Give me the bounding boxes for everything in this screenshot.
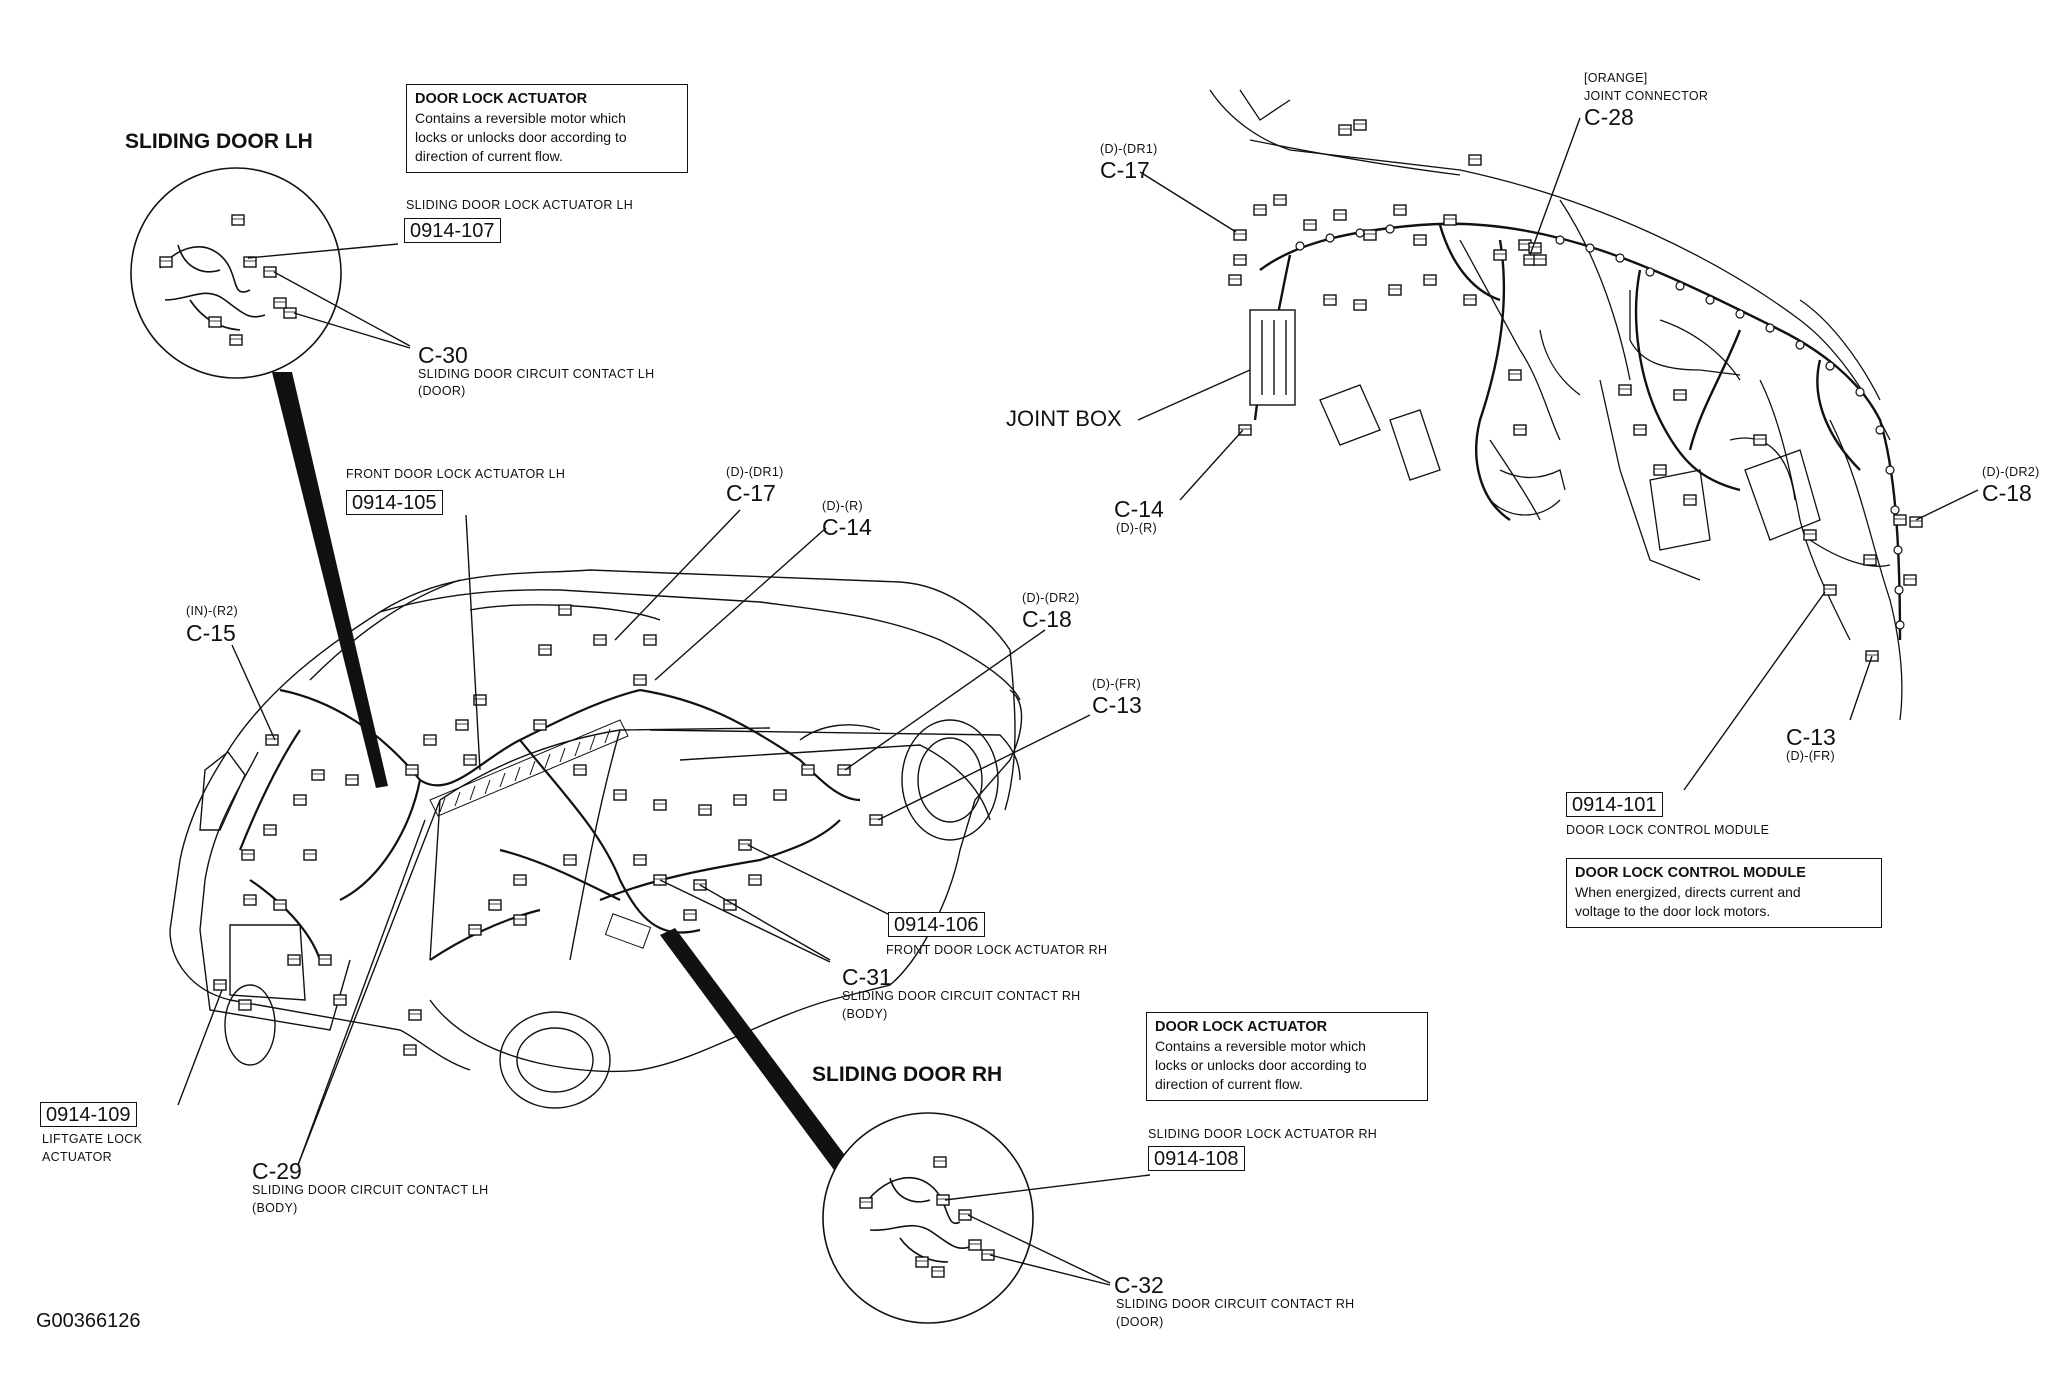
- joint-box: [1249, 309, 1296, 406]
- connector-c15-code: (IN)-(R2): [186, 604, 238, 618]
- note-line: direction of current flow.: [1155, 1076, 1303, 1092]
- note-title: DOOR LOCK CONTROL MODULE: [1575, 865, 1806, 881]
- label-sliding-door-lock-actuator-rh: SLIDING DOOR LOCK ACTUATOR RH: [1148, 1127, 1378, 1141]
- connector-c13-car-code: (D)-(FR): [1092, 677, 1141, 691]
- heading-sliding-door-rh: SLIDING DOOR RH: [812, 1063, 1003, 1086]
- label-front-door-lock-actuator-rh: FRONT DOOR LOCK ACTUATOR RH: [886, 943, 1108, 957]
- heading-sliding-door-lh: SLIDING DOOR LH: [125, 130, 313, 153]
- connector-c28-code: [ORANGE]: [1584, 71, 1648, 85]
- connector-c28-id: C-28: [1584, 104, 1634, 130]
- connector-c31-id: C-31: [842, 964, 892, 990]
- rh-inset-pointer: [660, 928, 850, 1170]
- vehicle-harness: [238, 688, 861, 961]
- dash-harness: [1253, 222, 1902, 641]
- part-number-0914-108: 0914-108: [1148, 1146, 1245, 1171]
- connector-c18-dash-code: (D)-(DR2): [1982, 465, 2040, 479]
- label-joint-box: JOINT BOX: [1006, 406, 1122, 431]
- dashboard-outline: [1209, 89, 1903, 721]
- sliding-door-rh-inset: [822, 1112, 1034, 1324]
- note-line: Contains a reversible motor which: [415, 110, 626, 126]
- connector-c17-car-id: C-17: [726, 480, 776, 506]
- label-front-door-lock-actuator-lh: FRONT DOOR LOCK ACTUATOR LH: [346, 467, 566, 481]
- floor-harness: [429, 719, 652, 949]
- dash-harness-dots: [1295, 224, 1905, 630]
- connector-c29-desc: SLIDING DOOR CIRCUIT CONTACT LH: [252, 1183, 489, 1197]
- note-title: DOOR LOCK ACTUATOR: [415, 91, 588, 107]
- connector-c14-dash-id: C-14: [1114, 496, 1164, 522]
- sliding-door-lh-inset: [130, 167, 342, 379]
- vehicle-outline: [169, 569, 1023, 1109]
- note-line: direction of current flow.: [415, 148, 563, 164]
- connector-c32-sub: (DOOR): [1116, 1315, 1164, 1329]
- part-number-0914-101: 0914-101: [1566, 792, 1663, 817]
- connector-c14-car-code: (D)-(R): [822, 499, 863, 513]
- connector-c30-desc: SLIDING DOOR CIRCUIT CONTACT LH: [418, 367, 655, 381]
- label-liftgate-lock-actuator-line2: ACTUATOR: [42, 1150, 112, 1164]
- label-liftgate-lock-actuator-line1: LIFTGATE LOCK: [42, 1132, 143, 1146]
- connector-c14-car-id: C-14: [822, 514, 872, 540]
- connector-c30-sub: (DOOR): [418, 384, 466, 398]
- lh-inset-pointer: [272, 372, 388, 788]
- connector-c17-dash-code: (D)-(DR1): [1100, 142, 1158, 156]
- label-sliding-door-lock-actuator-lh: SLIDING DOOR LOCK ACTUATOR LH: [406, 198, 634, 212]
- part-number-0914-107: 0914-107: [404, 218, 501, 243]
- note-line: When energized, directs current and: [1575, 884, 1801, 900]
- note-line: voltage to the door lock motors.: [1575, 903, 1771, 919]
- connector-c13-dash-id: C-13: [1786, 724, 1836, 750]
- connector-c31-desc: SLIDING DOOR CIRCUIT CONTACT RH: [842, 989, 1081, 1003]
- connector-c18-car-id: C-18: [1022, 606, 1072, 632]
- part-number-0914-105: 0914-105: [346, 490, 443, 515]
- connector-c29-sub: (BODY): [252, 1201, 298, 1215]
- connector-c13-car-id: C-13: [1092, 692, 1142, 718]
- note-line: locks or unlocks door according to: [1155, 1057, 1367, 1073]
- label-door-lock-control-module: DOOR LOCK CONTROL MODULE: [1566, 823, 1770, 837]
- connector-c17-car-code: (D)-(DR1): [726, 465, 784, 479]
- note-title: DOOR LOCK ACTUATOR: [1155, 1019, 1328, 1035]
- connector-c18-car-code: (D)-(DR2): [1022, 591, 1080, 605]
- part-number-0914-106: 0914-106: [888, 912, 985, 937]
- connector-c31-sub: (BODY): [842, 1007, 888, 1021]
- note-door-lock-actuator-rh: DOOR LOCK ACTUATOR Contains a reversible…: [1146, 1012, 1428, 1101]
- note-line: locks or unlocks door according to: [415, 129, 627, 145]
- connector-c30-id: C-30: [418, 342, 468, 368]
- note-door-lock-control-module: DOOR LOCK CONTROL MODULE When energized,…: [1566, 858, 1882, 928]
- connector-c32-desc: SLIDING DOOR CIRCUIT CONTACT RH: [1116, 1297, 1355, 1311]
- connector-c17-dash-id: C-17: [1100, 157, 1150, 183]
- vehicle-connectors: [213, 604, 883, 1056]
- connector-c18-dash-id: C-18: [1982, 480, 2032, 506]
- connector-c15-id: C-15: [186, 620, 236, 646]
- connector-c13-dash-code: (D)-(FR): [1786, 749, 1835, 763]
- figure-id: G00366126: [36, 1310, 141, 1332]
- connector-c29-id: C-29: [252, 1158, 302, 1184]
- connector-c32-id: C-32: [1114, 1272, 1164, 1298]
- note-line: Contains a reversible motor which: [1155, 1038, 1366, 1054]
- connector-c14-dash-code: (D)-(R): [1116, 521, 1157, 535]
- part-number-0914-109: 0914-109: [40, 1102, 137, 1127]
- note-door-lock-actuator-lh: DOOR LOCK ACTUATOR Contains a reversible…: [406, 84, 688, 173]
- connector-c28-desc: JOINT CONNECTOR: [1584, 89, 1709, 103]
